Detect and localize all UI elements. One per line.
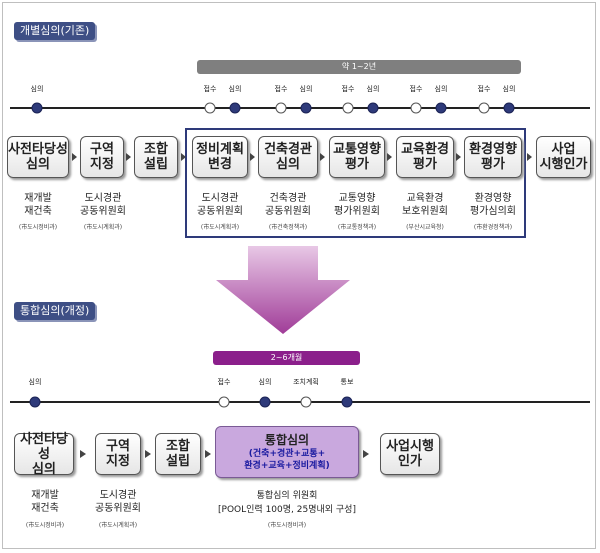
agency-label: (市도시계획과) (98, 522, 138, 529)
committee-label: 교통영향 평가위원회 (334, 193, 380, 217)
timeline-dot (229, 102, 241, 114)
agency-label: (市건축정책과) (268, 224, 308, 231)
diagram-frame (2, 2, 596, 549)
tick-label: 접수 (477, 85, 491, 93)
after-section-title: 통합심의(개정) (14, 302, 96, 320)
committee-label: 건축경관 공동위원회 (265, 193, 311, 217)
step-plan-change: 정비계획 변경 (192, 136, 248, 178)
after-period-bar: 2~6개월 (213, 351, 360, 365)
step-education-assessment: 교육환경 평가 (396, 136, 454, 178)
flow-arrow-icon (320, 153, 325, 161)
tick-label: 접수 (409, 85, 423, 93)
agency-label: (市교통정책과) (337, 224, 377, 231)
tick-label: 조치계획 (293, 378, 319, 386)
integrated-review-scope: (건축+경관+교통+ 환경+교육+정비계획) (244, 448, 330, 471)
flow-arrow-icon (250, 153, 255, 161)
flow-arrow-icon (181, 153, 186, 161)
agency-label: (市도시계획과) (83, 224, 123, 231)
timeline-dot (367, 102, 379, 114)
before-period-bar: 약 1~2년 (197, 60, 521, 74)
flow-arrow-icon (527, 153, 532, 161)
flow-arrow-icon (205, 450, 211, 458)
agency-label: (市환경정책과) (473, 224, 513, 231)
timeline-dot-hollow (275, 102, 287, 114)
step-building-landscape-review: 건축경관 심의 (258, 136, 318, 178)
step-project-approval: 사업 시행인가 (536, 136, 591, 178)
timeline-dot-hollow (342, 102, 354, 114)
timeline-dot-hollow (218, 396, 230, 408)
step-environment-assessment: 환경영향 평가 (464, 136, 522, 178)
step-pre-feasibility: 사전타당성 심의 (7, 136, 69, 178)
step-union-establishment: 조합 설립 (134, 136, 178, 178)
integrated-review-title: 통합심의 (264, 432, 310, 447)
flow-arrow-icon (363, 450, 369, 458)
tick-label: 심의 (366, 85, 380, 93)
flow-arrow-icon (80, 450, 86, 458)
before-timeline (10, 107, 590, 109)
flow-arrow-icon (387, 153, 392, 161)
committee-label: 재개발 재건축 (24, 193, 52, 217)
timeline-dot (31, 102, 43, 114)
committee-label: 도시경관 공동위원회 (95, 490, 141, 514)
timeline-dot-hollow (478, 102, 490, 114)
step-union-establishment: 조합 설립 (155, 433, 201, 475)
tick-label: 심의 (228, 85, 242, 93)
tick-label: 접수 (341, 85, 355, 93)
timeline-dot (259, 396, 271, 408)
tick-label: 통보 (340, 378, 354, 386)
timeline-dot (29, 396, 41, 408)
flow-arrow-icon (145, 450, 151, 458)
timeline-dot (503, 102, 515, 114)
integrated-committee-label: 통합심의 위원회 [POOL인력 100명, 25명내외 구성] (218, 491, 356, 515)
timeline-dot-hollow (410, 102, 422, 114)
committee-label: 교육환경 보호위원회 (402, 193, 448, 217)
step-zone-designation: 구역 지정 (95, 433, 141, 475)
agency-label: (市도시정비과) (25, 522, 65, 529)
committee-label: 재개발 재건축 (31, 490, 59, 514)
agency-label: (부산시교육청) (406, 224, 444, 231)
committee-label: 도시경관 공동위원회 (197, 193, 243, 217)
tick-label: 접수 (274, 85, 288, 93)
step-zone-designation: 구역 지정 (80, 136, 124, 178)
tick-label: 접수 (203, 85, 217, 93)
timeline-dot-hollow (300, 396, 312, 408)
before-review-group-border (185, 128, 526, 238)
flow-arrow-icon (72, 153, 77, 161)
tick-label: 접수 (217, 378, 231, 386)
timeline-dot (341, 396, 353, 408)
agency-label: (市도시정비과) (267, 522, 307, 529)
timeline-dot (300, 102, 312, 114)
before-section-title: 개별심의(기존) (14, 22, 96, 40)
tick-label: 심의 (258, 378, 272, 386)
tick-label: 심의 (299, 85, 313, 93)
timeline-dot (435, 102, 447, 114)
step-integrated-review: 통합심의 (건축+경관+교통+ 환경+교육+정비계획) (215, 426, 359, 478)
step-pre-feasibility: 사전타당성 심의 (14, 432, 74, 477)
step-project-approval: 사업시행 인가 (380, 433, 440, 475)
flow-arrow-icon (456, 153, 461, 161)
tick-label: 심의 (434, 85, 448, 93)
tick-label: 심의 (30, 85, 44, 93)
tick-label: 심의 (28, 378, 42, 386)
transition-down-arrow-icon (216, 246, 350, 334)
tick-label: 심의 (502, 85, 516, 93)
committee-label: 도시경관 공동위원회 (80, 193, 126, 217)
agency-label: (市도시정비과) (18, 224, 58, 231)
flow-arrow-icon (126, 153, 131, 161)
timeline-dot-hollow (204, 102, 216, 114)
committee-label: 환경영향 평가심의회 (470, 193, 516, 217)
after-timeline (10, 401, 590, 403)
step-traffic-assessment: 교통영향 평가 (329, 136, 385, 178)
agency-label: (市도시계획과) (200, 224, 240, 231)
